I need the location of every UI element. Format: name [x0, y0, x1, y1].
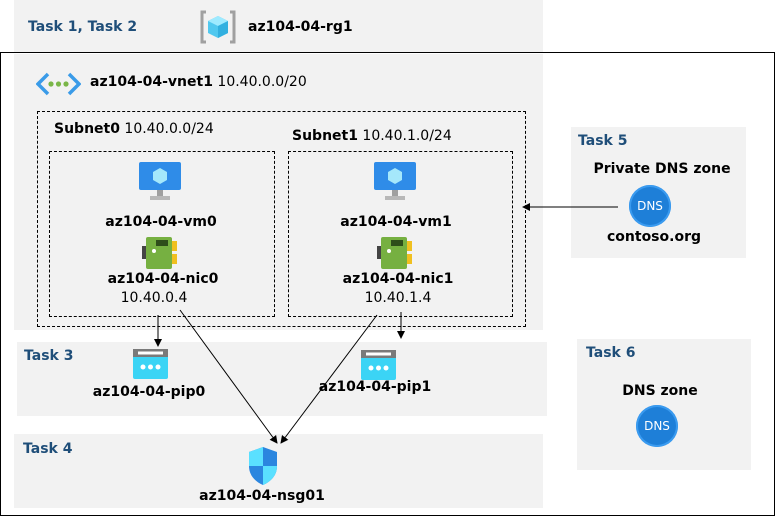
private-dns-icon: DNS — [629, 185, 671, 227]
resource-group-icon — [200, 10, 236, 44]
dns-zone-icon: DNS — [636, 405, 678, 447]
resource-group-name: az104-04-rg1 — [248, 19, 353, 35]
private-dns-zone-name: contoso.org — [606, 229, 702, 245]
task12-panel — [14, 0, 543, 52]
subnet1-name: Subnet1 — [292, 128, 358, 144]
subnet0-name: Subnet0 — [54, 121, 120, 137]
vnet-cidr: 10.40.0.0/20 — [217, 74, 307, 90]
subnet0-boundary — [49, 151, 275, 317]
outer-border — [0, 52, 775, 516]
task4-panel — [14, 434, 543, 508]
vm1-icon — [374, 162, 416, 200]
nic0-icon — [142, 237, 177, 269]
task6-label: Task 6 — [586, 345, 636, 361]
subnet0-cidr: 10.40.0.0/24 — [124, 121, 214, 137]
nic1-name: az104-04-nic1 — [342, 271, 454, 287]
vm0-icon — [139, 162, 181, 200]
nic0-to-nsg-arrow — [179, 309, 278, 444]
nic1-icon — [377, 237, 412, 269]
vm0-name: az104-04-vm0 — [105, 214, 217, 230]
task4-label: Task 4 — [23, 441, 73, 457]
nsg-shield-icon — [249, 447, 277, 485]
task3-panel — [17, 342, 547, 416]
nic1-ip: 10.40.1.4 — [364, 290, 432, 306]
task5-label: Task 5 — [578, 133, 628, 149]
task3-label: Task 3 — [24, 348, 74, 364]
vnet-boundary — [37, 111, 526, 327]
nic0-ip: 10.40.0.4 — [120, 290, 188, 306]
vnet-title: az104-04-vnet1 10.40.0.0/20 — [90, 74, 307, 90]
pip1-icon — [361, 350, 396, 380]
vnet-icon — [36, 72, 81, 96]
vnet-name: az104-04-vnet1 — [90, 74, 213, 90]
nic0-name: az104-04-nic0 — [107, 271, 219, 287]
vnet-panel — [14, 54, 543, 330]
task12-label: Task 1, Task 2 — [28, 19, 138, 35]
subnet1-cidr: 10.40.1.0/24 — [362, 128, 452, 144]
pip1-name: az104-04-pip1 — [318, 379, 432, 395]
vm1-name: az104-04-vm1 — [340, 214, 452, 230]
task6-panel — [577, 339, 751, 470]
nsg-name: az104-04-nsg01 — [199, 488, 325, 504]
nic1-to-nsg-arrow — [280, 314, 378, 444]
subnet1-title: Subnet1 10.40.1.0/24 — [292, 128, 452, 144]
private-dns-zone-title: Private DNS zone — [593, 161, 731, 177]
pip0-icon — [133, 349, 168, 379]
subnet0-title: Subnet0 10.40.0.0/24 — [54, 121, 214, 137]
pip0-name: az104-04-pip0 — [92, 384, 206, 400]
dns-zone-title: DNS zone — [622, 383, 698, 399]
